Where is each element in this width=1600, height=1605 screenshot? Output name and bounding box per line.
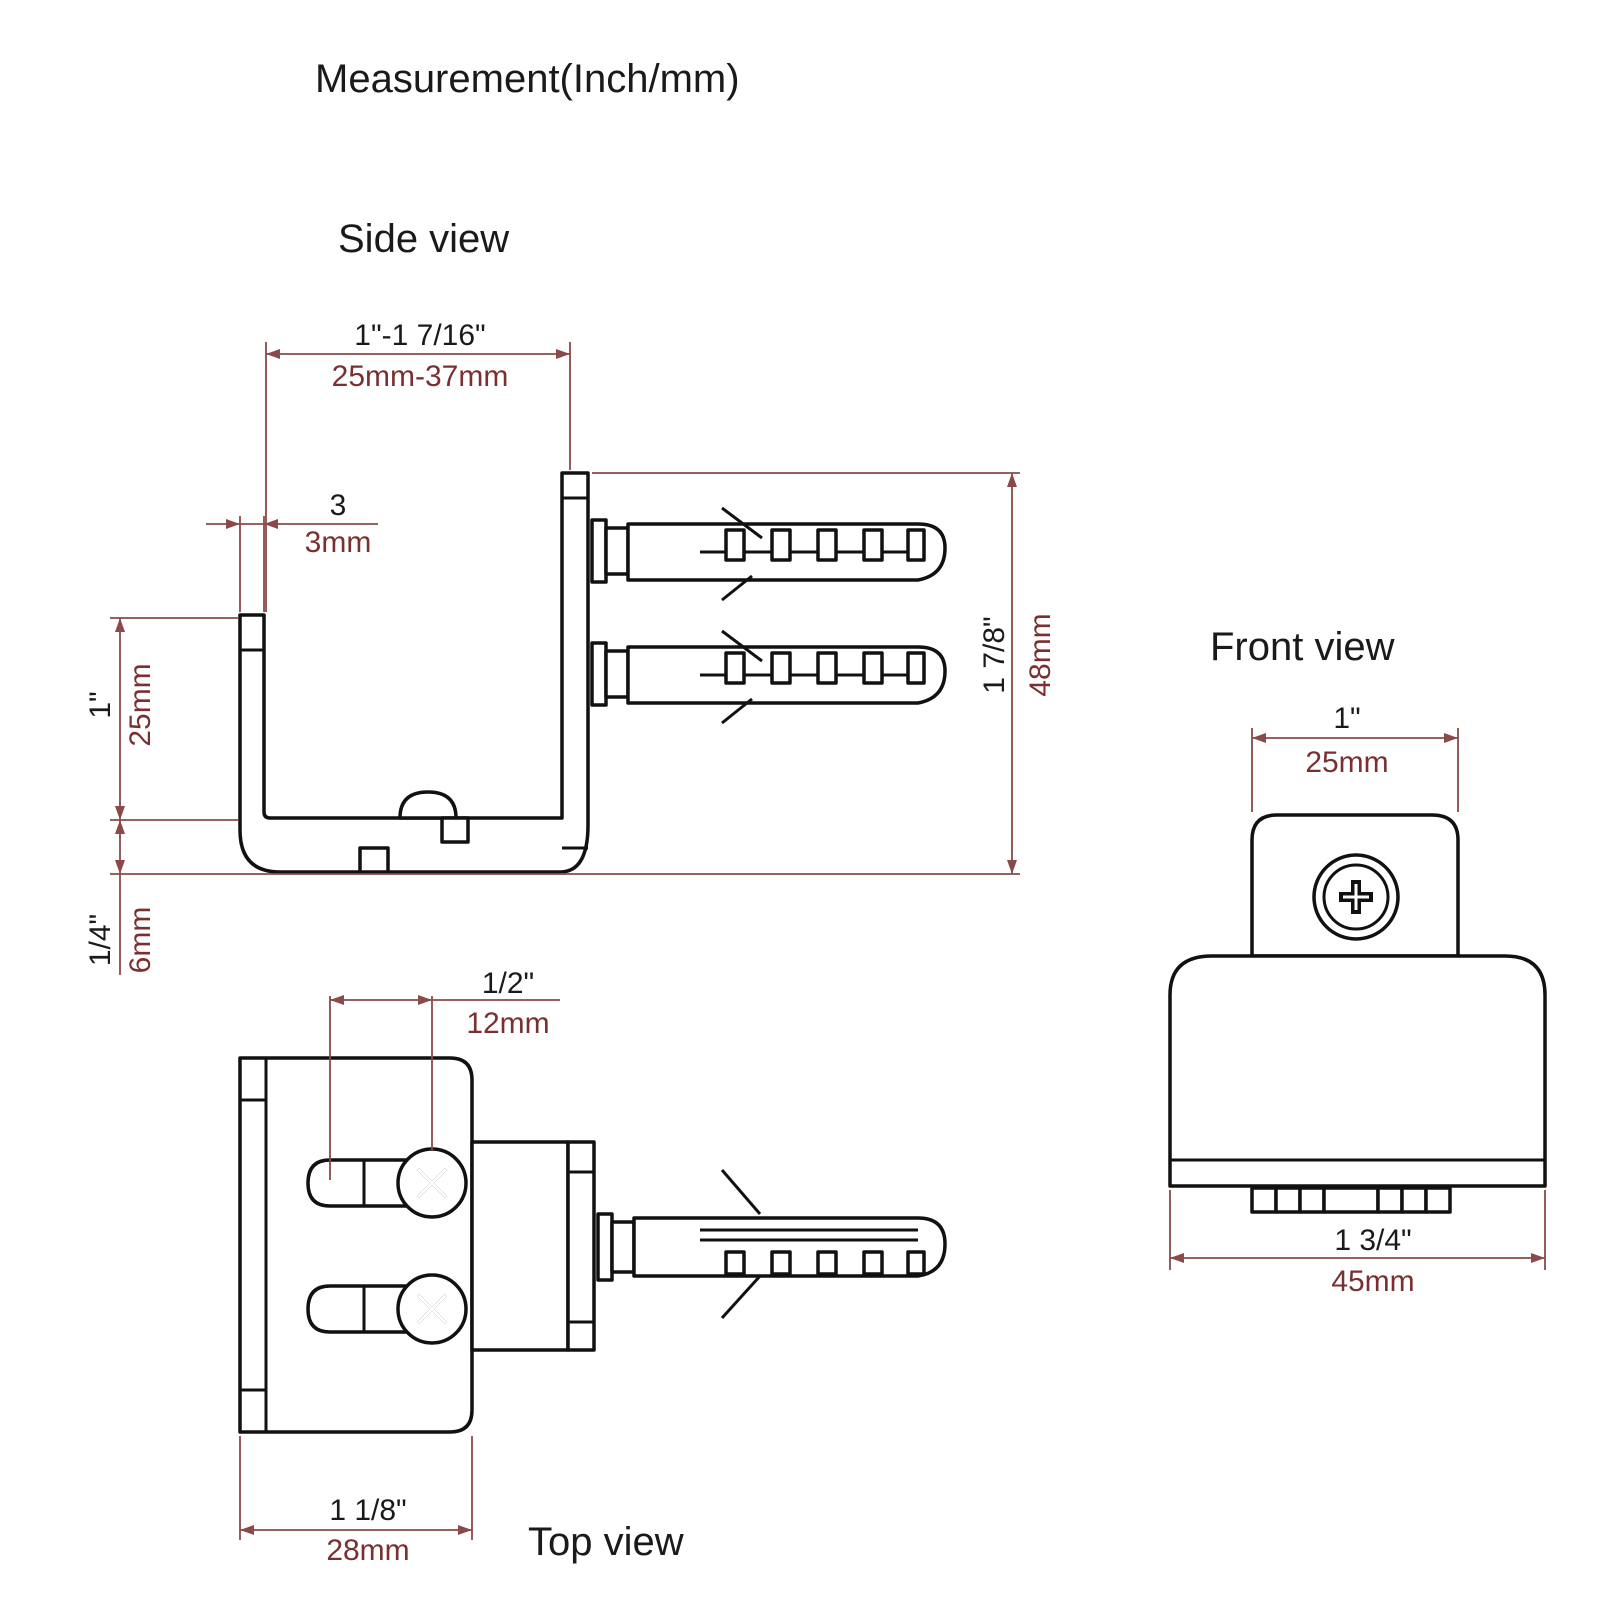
side-width-mm-label: 25mm-37mm	[332, 360, 509, 393]
side-lip-height-mm-label: 25mm	[124, 663, 157, 746]
side-lip-height-dimension: 1" 25mm	[84, 617, 238, 821]
side-thickness-mm-label: 3mm	[305, 526, 372, 559]
top-neck	[470, 1140, 570, 1352]
side-thickness-inch-label: 3	[330, 489, 347, 522]
top-screw-lower-icon	[396, 1273, 468, 1345]
side-bolt-head-icon	[398, 790, 458, 820]
side-total-height-inch-label: 1 7/8"	[978, 616, 1011, 693]
top-wall-anchor-icon	[596, 1169, 947, 1320]
side-total-height-dimension: 1 7/8" 48mm	[592, 472, 1057, 874]
top-width-dimension: 1 1/8" 28mm	[239, 1436, 473, 1567]
top-view: Top view	[238, 967, 947, 1567]
top-view-label: Top view	[528, 1520, 684, 1564]
top-slot-inch-label: 1/2"	[482, 967, 534, 1000]
side-nut	[440, 816, 470, 844]
top-slot-mm-label: 12mm	[466, 1007, 549, 1040]
front-screw-icon	[1312, 853, 1400, 941]
side-wall-anchor-upper-icon	[590, 506, 947, 602]
side-view-label: Side view	[338, 217, 509, 261]
side-bracket-body	[238, 471, 590, 874]
side-wall-anchor-lower-icon	[590, 629, 947, 725]
top-plate	[238, 1056, 474, 1434]
top-wall-plate	[566, 1140, 596, 1352]
side-view: Side view	[84, 217, 1057, 975]
front-base-width-inch-label: 1 3/4"	[1334, 1224, 1411, 1257]
front-base-width-dimension: 1 3/4" 45mm	[1169, 1190, 1546, 1298]
side-total-height-mm-label: 48mm	[1024, 613, 1057, 696]
top-slot-dimension: 1/2" 12mm	[329, 967, 560, 1180]
top-screw-upper-icon	[396, 1147, 468, 1219]
front-view: Front view 1"	[1168, 625, 1547, 1298]
side-thickness-dimension: 3 3mm	[206, 489, 378, 612]
top-width-inch-label: 1 1/8"	[329, 1494, 406, 1527]
side-bolt-foot	[358, 846, 390, 874]
top-width-mm-label: 28mm	[326, 1534, 409, 1567]
front-view-label: Front view	[1210, 625, 1395, 669]
side-base-height-inch-label: 1/4"	[84, 914, 117, 966]
front-base-width-mm-label: 45mm	[1331, 1265, 1414, 1298]
front-top-width-mm-label: 25mm	[1305, 746, 1388, 779]
page-title: Measurement(Inch/mm)	[315, 57, 740, 101]
front-bottom-pads	[1250, 1186, 1452, 1214]
front-top-width-dimension: 1" 25mm	[1251, 702, 1459, 812]
front-top-width-inch-label: 1"	[1333, 702, 1360, 735]
side-lip-height-inch-label: 1"	[84, 691, 117, 718]
side-base-height-mm-label: 6mm	[124, 907, 157, 974]
front-lower-body	[1168, 954, 1547, 1188]
side-base-height-dimension: 1/4" 6mm	[84, 820, 1020, 975]
side-width-inch-label: 1"-1 7/16"	[354, 319, 485, 352]
side-width-dimension: 1"-1 7/16" 25mm-37mm	[265, 319, 571, 612]
